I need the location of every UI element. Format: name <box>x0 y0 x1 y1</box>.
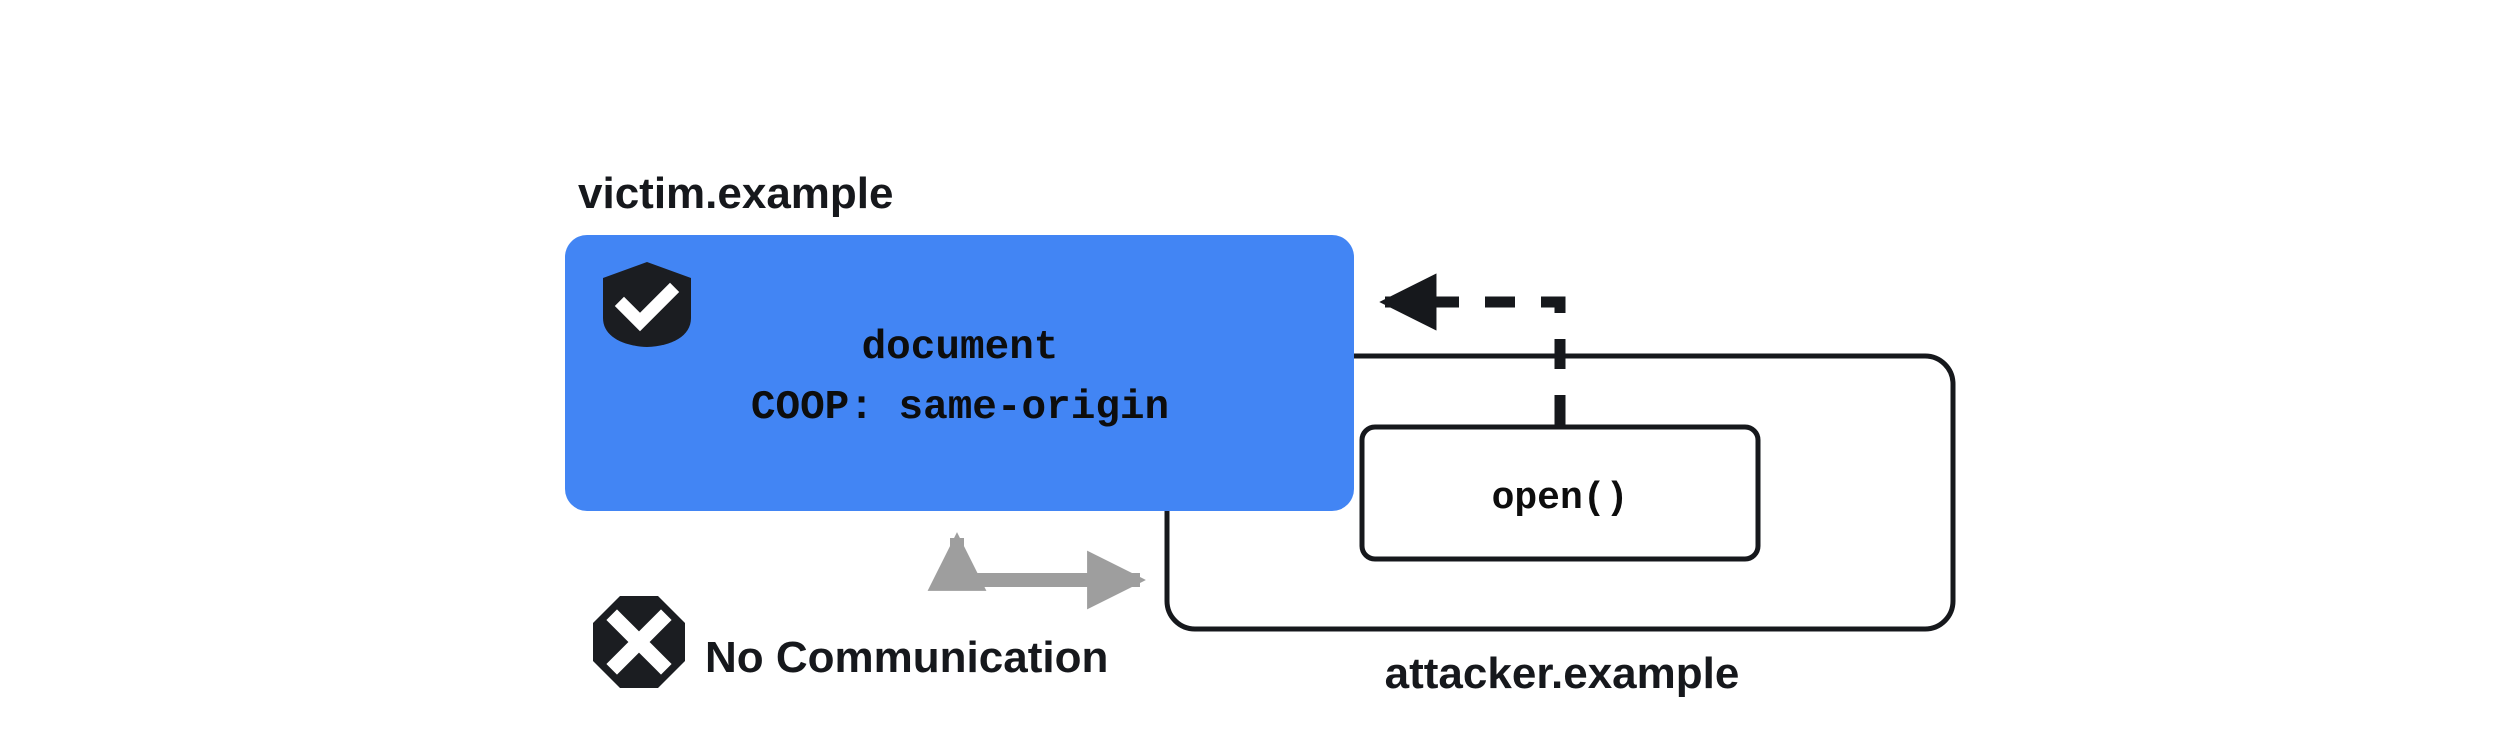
no-communication-arrow <box>927 532 1146 610</box>
victim-origin-label: victim.example <box>578 169 894 218</box>
open-call-box-group: open() <box>1359 424 1761 562</box>
attacker-origin-label: attacker.example <box>1385 649 1740 698</box>
octagon-x-icon <box>593 596 685 688</box>
open-call-box <box>1359 424 1761 562</box>
victim-document-text: document <box>862 325 1059 371</box>
shield-check-icon <box>603 262 691 347</box>
open-arrow <box>1379 273 1566 425</box>
no-communication-group: No Communication <box>593 596 1108 688</box>
victim-document-box-group: document COOP: same-origin <box>565 235 1354 511</box>
open-call-label: open() <box>1492 477 1629 520</box>
victim-coop-header-text: COOP: same-origin <box>751 385 1169 431</box>
no-communication-label: No Communication <box>705 633 1108 682</box>
victim-document-box <box>565 235 1354 511</box>
